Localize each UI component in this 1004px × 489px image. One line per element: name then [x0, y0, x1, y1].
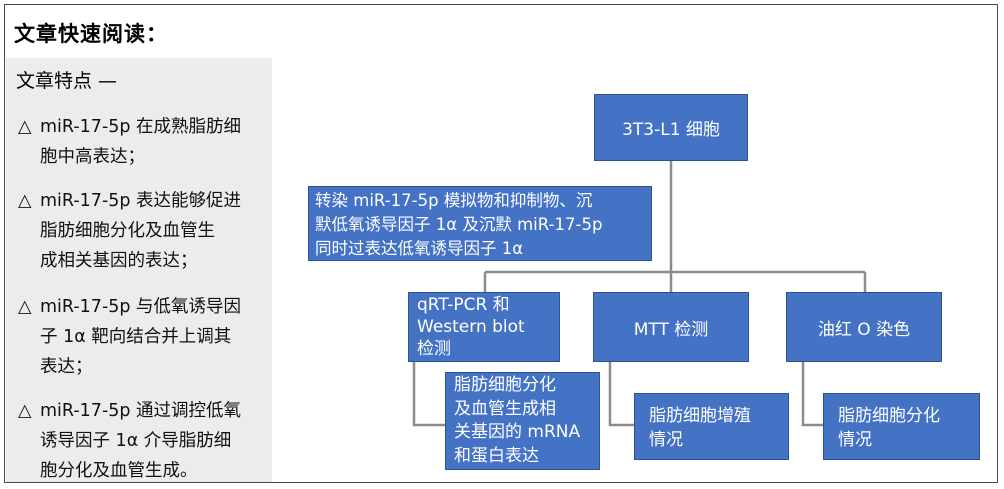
assay-box-qrtpcr: qRT-PCR 和 Western blot 检测: [408, 292, 560, 362]
root-label: 3T3-L1 细胞: [622, 120, 720, 140]
feature-2-line-1: miR-17-5p 表达能够促进: [40, 191, 242, 211]
result-1-line-1: 脂肪细胞分化: [454, 375, 556, 395]
result-box-differentiation: 脂肪细胞分化 情况: [823, 393, 980, 460]
feature-1-line-1: miR-17-5p 在成熟脂肪细: [40, 117, 242, 137]
feature-3-line-3: 表达；: [40, 357, 93, 377]
assay-3-label: 油红 O 染色: [817, 319, 911, 340]
feature-item-3: △ miR-17-5p 与低氧诱导因 子 1α 靶向结合并上调其 表达；: [18, 292, 270, 382]
connector-assay-2-result: [608, 362, 636, 427]
assay-box-oil-red-o: 油红 O 染色: [786, 292, 942, 362]
treatment-line-3: 同时过表达低氧诱导因子 1α: [315, 239, 524, 258]
feature-3-line-1: miR-17-5p 与低氧诱导因: [40, 297, 242, 317]
result-3-line-2: 情况: [838, 430, 872, 450]
feature-item-1: △ miR-17-5p 在成熟脂肪细 胞中高表达；: [18, 112, 270, 172]
triangle-bullet-icon: △: [18, 297, 32, 317]
feature-item-4: △ miR-17-5p 通过调控低氧 诱导因子 1α 介导脂肪细 胞分化及血管生成…: [18, 396, 270, 486]
result-1-line-3: 关基因的 mRNA: [454, 422, 581, 442]
treatment-box: 转染 miR-17-5p 模拟物和抑制物、沉 默低氧诱导因子 1α 及沉默 mi…: [308, 186, 652, 261]
result-box-proliferation: 脂肪细胞增殖 情况: [634, 393, 789, 460]
treatment-line-1: 转染 miR-17-5p 模拟物和抑制物、沉: [315, 191, 593, 210]
feature-1-line-2: 胞中高表达；: [40, 147, 145, 167]
assay-1-line-2: Western blot: [417, 317, 525, 337]
triangle-bullet-icon: △: [18, 117, 32, 137]
result-1-line-4: 和蛋白表达: [454, 445, 539, 466]
assay-box-mtt: MTT 检测: [593, 292, 749, 362]
connector-assay-3-result: [801, 362, 825, 427]
result-3-line-1: 脂肪细胞分化: [838, 406, 940, 426]
assay-1-line-3: 检测: [417, 339, 451, 359]
features-heading: 文章特点 —: [16, 70, 118, 92]
feature-2-line-3: 成相关基因的表达；: [40, 251, 198, 271]
assay-2-label: MTT 检测: [633, 319, 709, 340]
feature-3-line-2: 子 1α 靶向结合并上调其: [40, 327, 232, 347]
connector-assay-1-result: [412, 362, 447, 427]
result-2-line-1: 脂肪细胞增殖: [649, 406, 751, 426]
feature-4-line-2: 诱导因子 1α 介导脂肪细: [40, 431, 232, 451]
result-box-gene-expression: 脂肪细胞分化 及血管生成相 关基因的 mRNA 和蛋白表达: [445, 372, 600, 470]
features-panel: [6, 58, 272, 482]
feature-item-2: △ miR-17-5p 表达能够促进 脂肪细胞分化及血管生 成相关基因的表达；: [18, 186, 270, 276]
assay-1-line-1: qRT-PCR 和: [417, 295, 510, 315]
result-1-line-2: 及血管生成相: [454, 398, 556, 419]
treatment-line-2: 默低氧诱导因子 1α 及沉默 miR-17-5p: [315, 215, 603, 234]
triangle-bullet-icon: △: [18, 401, 32, 421]
root-box: 3T3-L1 细胞: [594, 94, 748, 161]
triangle-bullet-icon: △: [18, 191, 32, 211]
feature-4-line-3: 胞分化及血管生成。: [40, 461, 198, 481]
feature-2-line-2: 脂肪细胞分化及血管生: [40, 221, 215, 241]
page-title: 文章快速阅读：: [14, 22, 168, 46]
feature-4-line-1: miR-17-5p 通过调控低氧: [40, 401, 242, 421]
result-2-line-2: 情况: [649, 430, 683, 450]
